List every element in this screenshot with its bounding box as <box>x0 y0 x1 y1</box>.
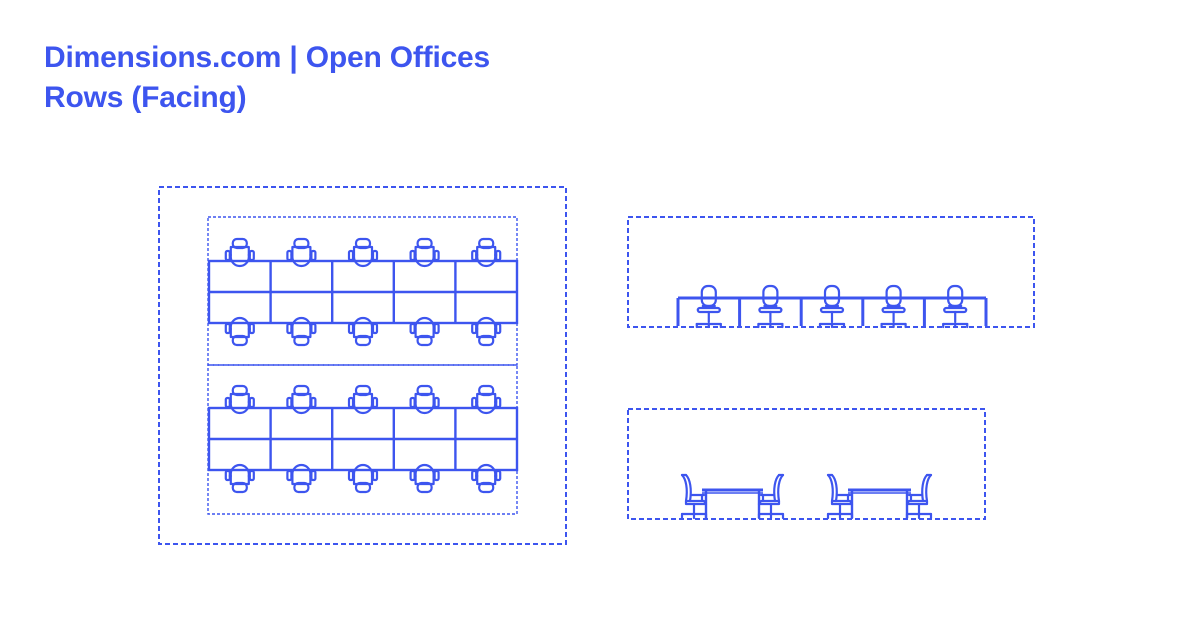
title-line-1: Dimensions.com | Open Offices <box>44 41 491 74</box>
page-title: Dimensions.com | Open Offices Rows (Faci… <box>44 38 490 118</box>
side-elevation-groups <box>680 473 933 520</box>
front-chair <box>818 284 846 329</box>
side-chair-left <box>826 473 854 520</box>
plan-outer-clearance <box>158 186 567 545</box>
desk-row-1 <box>207 237 519 347</box>
front-elevation-view <box>627 216 1035 329</box>
front-elevation-boundary <box>627 216 1035 328</box>
front-chair <box>880 284 908 329</box>
desk-row-2 <box>207 384 519 494</box>
title-line-2: Rows (Facing) <box>44 81 247 114</box>
side-chair-left <box>680 473 708 520</box>
side-chair-right <box>905 473 933 520</box>
side-elevation-view <box>627 408 986 520</box>
side-desk-group <box>826 473 933 520</box>
plan-view <box>158 186 567 545</box>
front-chair <box>695 284 723 329</box>
side-chair-right <box>757 473 785 520</box>
front-chair <box>756 284 784 329</box>
side-elevation-boundary <box>627 408 986 520</box>
front-chair <box>941 284 969 329</box>
front-elevation-desks <box>676 284 988 329</box>
side-desk-group <box>680 473 785 520</box>
